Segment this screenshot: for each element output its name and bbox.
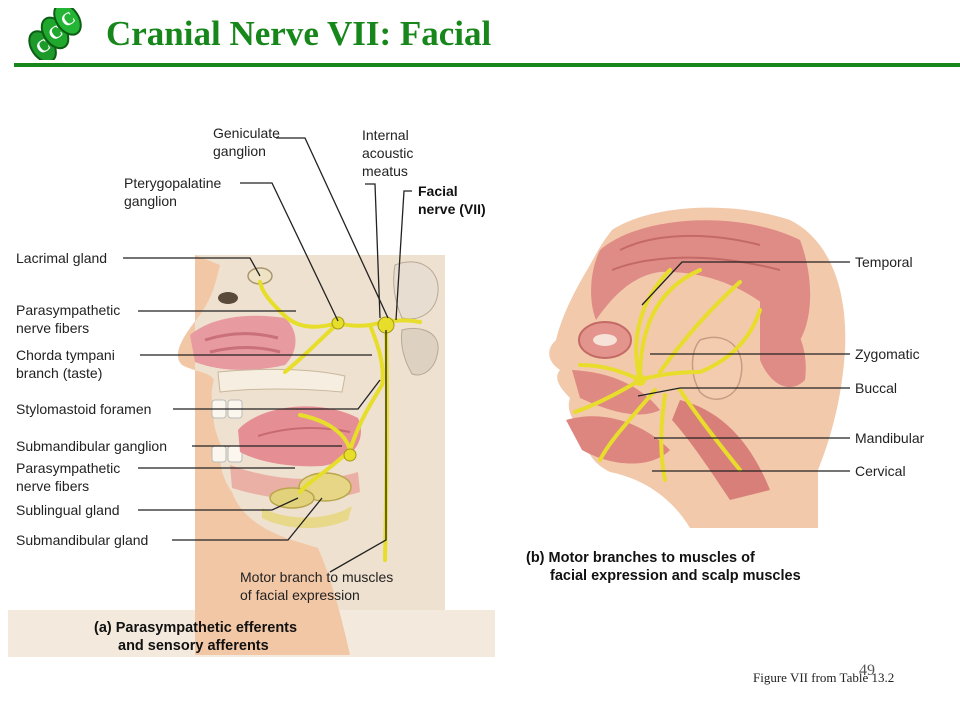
geniculate-ganglion-label: Geniculate xyxy=(213,125,280,141)
buccal-label: Buccal xyxy=(855,380,897,396)
svg-text:ganglion: ganglion xyxy=(124,193,177,209)
svg-text:and sensory afferents: and sensory afferents xyxy=(118,638,269,654)
panel-b-illustration xyxy=(549,207,846,528)
cervical-label: Cervical xyxy=(855,463,906,479)
pterygopalatine-ganglion-label: Pterygopalatine xyxy=(124,175,222,191)
lacrimal-gland-label: Lacrimal gland xyxy=(16,250,107,266)
submandibular-ganglion-label: Submandibular ganglion xyxy=(16,438,167,454)
panel-b-leader-lines xyxy=(637,261,850,472)
panel-a-caption: (a) Parasympathetic efferents xyxy=(94,620,297,636)
panel-b-labels: Temporal Zygomatic Buccal Mandibular Cer… xyxy=(526,254,925,584)
panel-a-leader-lines xyxy=(123,137,412,573)
submandibular-gland-label: Submandibular gland xyxy=(16,532,148,548)
title-divider xyxy=(14,63,960,67)
svg-text:branch (taste): branch (taste) xyxy=(16,365,102,381)
parasympathetic-fibers-label: Parasympathetic xyxy=(16,302,120,318)
svg-text:of facial expression: of facial expression xyxy=(240,587,360,603)
panel-a-illustration xyxy=(8,255,495,657)
sublingual-gland-label: Sublingual gland xyxy=(16,502,120,518)
page-number: 49 xyxy=(859,662,875,679)
chorda-tympani-label: Chorda tympani xyxy=(16,347,115,363)
svg-text:nerve fibers: nerve fibers xyxy=(16,320,89,336)
svg-text:nerve fibers: nerve fibers xyxy=(16,478,89,494)
mandibular-label: Mandibular xyxy=(855,430,925,446)
page-title: Cranial Nerve VII: Facial xyxy=(106,14,492,53)
ccc-logo-icon: C C C xyxy=(28,8,82,60)
svg-text:ganglion: ganglion xyxy=(213,143,266,159)
svg-text:meatus: meatus xyxy=(362,163,408,179)
svg-text:nerve (VII): nerve (VII) xyxy=(418,201,486,217)
motor-branch-label: Motor branch to muscles xyxy=(240,569,393,585)
internal-acoustic-meatus-label: Internal xyxy=(362,127,409,143)
temporal-label: Temporal xyxy=(855,254,913,270)
stylomastoid-foramen-label: Stylomastoid foramen xyxy=(16,401,151,417)
svg-text:acoustic: acoustic xyxy=(362,145,413,161)
parasympathetic-fibers-label-2: Parasympathetic xyxy=(16,460,120,476)
panel-a-labels: Geniculate ganglion Internal acoustic me… xyxy=(16,125,486,654)
panel-b-caption: (b) Motor branches to muscles of xyxy=(526,550,755,566)
figure-reference: Figure VII from Table 13.2 xyxy=(753,670,895,685)
svg-text:facial expression and scalp mu: facial expression and scalp muscles xyxy=(550,568,801,584)
zygomatic-label: Zygomatic xyxy=(855,346,920,362)
facial-nerve-label: Facial xyxy=(418,183,458,199)
